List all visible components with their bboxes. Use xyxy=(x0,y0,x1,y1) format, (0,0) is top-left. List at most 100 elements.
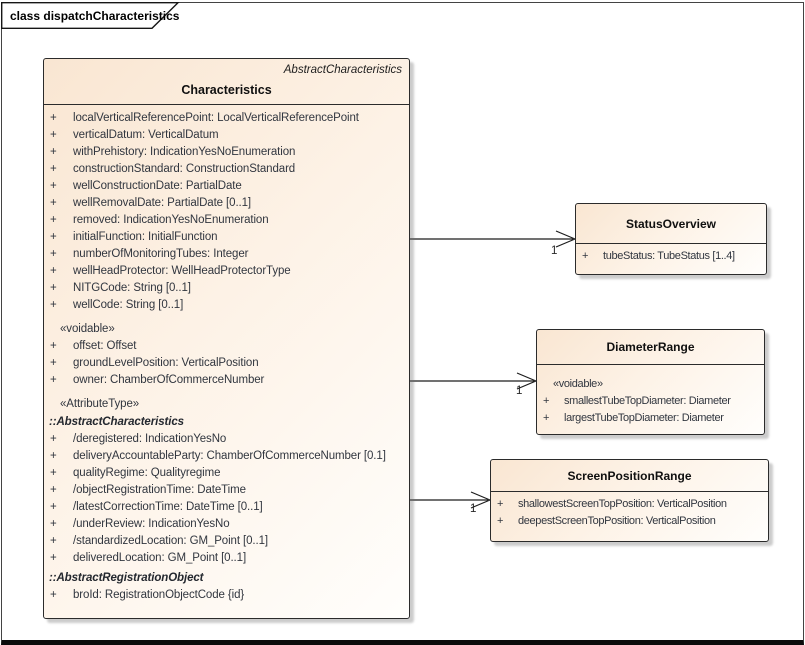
row-text: wellHeadProtector: WellHeadProtectorType xyxy=(73,265,291,277)
row-text: smallestTubeTopDiameter: Diameter xyxy=(564,395,731,407)
row-text: ::AbstractCharacteristics xyxy=(49,416,184,428)
attribute-row: +/objectRegistrationTime: DateTime xyxy=(44,482,409,499)
row-text: tubeStatus: TubeStatus [1..4] xyxy=(603,250,735,262)
multiplicity-label: 1 xyxy=(551,245,558,257)
attribute-row: + qualityRegime: Qualityregime xyxy=(44,465,409,482)
row-text: «voidable» xyxy=(553,378,603,390)
visibility-public-sign: + xyxy=(50,248,57,260)
section-heading: ::AbstractRegistrationObject xyxy=(44,570,409,587)
row-text: /deregistered: IndicationYesNo xyxy=(73,433,227,445)
row-text: /objectRegistrationTime: DateTime xyxy=(73,484,246,496)
visibility-public-sign: + xyxy=(50,589,57,601)
visibility-public-sign: + xyxy=(50,146,57,158)
visibility-public-sign: + xyxy=(50,518,57,530)
class-box-screenpositionrange[interactable]: ScreenPositionRange + shallowestScreenTop… xyxy=(490,459,769,542)
class-name: ScreenPositionRange xyxy=(491,460,768,492)
row-text: verticalDatum: VerticalDatum xyxy=(73,129,219,141)
attribute-row: +broId: RegistrationObjectCode {id} xyxy=(44,587,409,604)
attribute-row: + shallowestScreenTopPosition: VerticalPo… xyxy=(491,496,768,513)
visibility-public-sign: + xyxy=(50,501,57,513)
class-stereotype-label: AbstractCharacteristics xyxy=(283,64,402,76)
row-text: deliveredLocation: GM_Point [0..1] xyxy=(73,552,247,564)
visibility-public-sign: + xyxy=(543,412,550,424)
row-text: shallowestScreenTopPosition: VerticalPos… xyxy=(518,498,727,510)
attribute-row: + deepestScreenTopPosition: VerticalPosit… xyxy=(491,513,768,530)
diagram-title: class dispatchCharacteristics xyxy=(10,9,180,23)
attribute-row: + groundLevelPosition: VerticalPosition xyxy=(44,355,409,372)
attribute-row: + initialFunction: InitialFunction xyxy=(44,229,409,246)
visibility-public-sign: + xyxy=(50,299,57,311)
visibility-public-sign: + xyxy=(50,129,57,141)
row-text: /standardizedLocation: GM_Point [0..1] xyxy=(73,535,269,547)
row-text: wellRemovalDate: PartialDate [0..1] xyxy=(73,197,252,209)
attribute-row: +numberOfMonitoringTubes: Integer xyxy=(44,246,409,263)
visibility-public-sign: + xyxy=(50,282,57,294)
visibility-public-sign: + xyxy=(50,467,57,479)
attribute-row: +smallestTubeTopDiameter: Diameter xyxy=(537,393,764,410)
row-text: initialFunction: InitialFunction xyxy=(73,231,218,243)
attribute-row: +localVerticalReferencePoint: LocalVerti… xyxy=(44,110,409,127)
visibility-public-sign: + xyxy=(50,340,57,352)
multiplicity-label: 1 xyxy=(516,385,523,397)
visibility-public-sign: + xyxy=(50,180,57,192)
multiplicity-label: 1 xyxy=(470,503,477,515)
row-text: withPrehistory: IndicationYesNoEnumerati… xyxy=(73,146,296,158)
attribute-row: + offset: Offset xyxy=(44,338,409,355)
row-text: largestTubeTopDiameter: Diameter xyxy=(564,412,724,424)
class-box-characteristics[interactable]: AbstractCharacteristics Characteristics … xyxy=(43,58,410,619)
attribute-row: + largestTubeTopDiameter: Diameter xyxy=(537,410,764,427)
attribute-row: + wellCode: String [0..1] xyxy=(44,297,409,314)
attribute-compartment: «voidable»+smallestTubeTopDiameter: Diam… xyxy=(537,365,764,427)
row-text: /underReview: IndicationYesNo xyxy=(73,518,230,530)
class-header: AbstractCharacteristics Characteristics xyxy=(44,59,409,105)
row-text: ::AbstractRegistrationObject xyxy=(49,572,204,584)
visibility-public-sign: + xyxy=(497,498,504,510)
attribute-row: + /deregistered: IndicationYesNo xyxy=(44,431,409,448)
attribute-row: + /underReview: IndicationYesNo xyxy=(44,516,409,533)
attribute-row: +wellRemovalDate: PartialDate [0..1] xyxy=(44,195,409,212)
class-box-statusoverview[interactable]: StatusOverview + tubeStatus: TubeStatus [… xyxy=(575,203,767,275)
visibility-public-sign: + xyxy=(497,515,504,527)
row-text: «voidable» xyxy=(60,323,115,335)
title-tab-shape xyxy=(1,2,180,29)
visibility-public-sign: + xyxy=(582,250,589,262)
row-text: localVerticalReferencePoint: LocalVertic… xyxy=(73,112,359,124)
visibility-public-sign: + xyxy=(50,552,57,564)
row-text: groundLevelPosition: VerticalPosition xyxy=(73,357,259,369)
attribute-row: + owner: ChamberOfCommerceNumber xyxy=(44,372,409,389)
row-text: offset: Offset xyxy=(73,340,137,352)
class-name: StatusOverview xyxy=(576,204,766,244)
diagram-title-tab: class dispatchCharacteristics xyxy=(1,2,186,30)
row-text: «AttributeType» xyxy=(60,398,140,410)
visibility-public-sign: + xyxy=(50,214,57,226)
visibility-public-sign: + xyxy=(50,357,57,369)
row-text: NITGCode: String [0..1] xyxy=(73,282,191,294)
visibility-public-sign: + xyxy=(50,433,57,445)
visibility-public-sign: + xyxy=(50,374,57,386)
attribute-compartment: + tubeStatus: TubeStatus [1..4] xyxy=(576,244,766,265)
attribute-compartment: + localVerticalReferencePoint: LocalVerti… xyxy=(44,105,409,604)
attribute-row: + /latestCorrectionTime: DateTime [0..1] xyxy=(44,499,409,516)
stereotype-row: «voidable» xyxy=(44,321,409,338)
row-text: wellConstructionDate: PartialDate xyxy=(73,180,242,192)
attribute-row: + wellConstructionDate: PartialDate xyxy=(44,178,409,195)
visibility-public-sign: + xyxy=(50,450,57,462)
row-text: /latestCorrectionTime: DateTime [0..1] xyxy=(73,501,263,513)
class-box-diameterrange[interactable]: DiameterRange «voidable»+smallestTubeTop… xyxy=(536,329,765,435)
row-text: wellCode: String [0..1] xyxy=(73,299,184,311)
visibility-public-sign: + xyxy=(50,231,57,243)
stereotype-row: «AttributeType» xyxy=(44,396,409,413)
row-text: constructionStandard: ConstructionStanda… xyxy=(73,163,296,175)
row-text: owner: ChamberOfCommerceNumber xyxy=(73,374,265,386)
row-text: deepestScreenTopPosition: VerticalPositi… xyxy=(518,515,716,527)
class-name: DiameterRange xyxy=(537,330,764,365)
attribute-row: +removed: IndicationYesNoEnumeration xyxy=(44,212,409,229)
row-text: qualityRegime: Qualityregime xyxy=(73,467,221,479)
attribute-compartment: + shallowestScreenTopPosition: VerticalPo… xyxy=(491,492,768,530)
visibility-public-sign: + xyxy=(50,163,57,175)
section-heading: ::AbstractCharacteristics xyxy=(44,414,409,431)
attribute-row: + deliveryAccountableParty: ChamberOfComm… xyxy=(44,448,409,465)
attribute-row: + tubeStatus: TubeStatus [1..4] xyxy=(576,248,766,265)
row-text: deliveryAccountableParty: ChamberOfComme… xyxy=(73,450,386,462)
